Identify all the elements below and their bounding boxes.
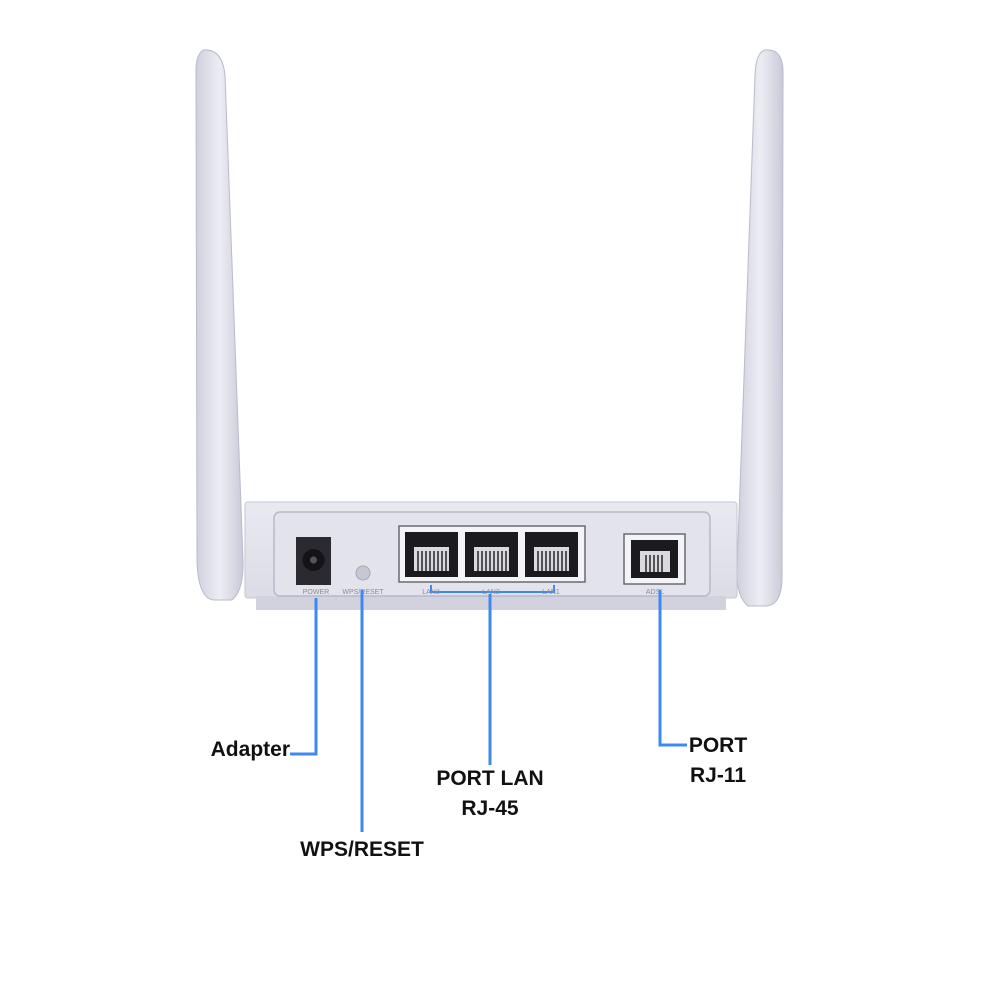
port-print-power: POWER	[303, 589, 329, 596]
port-rj11-leader-line	[658, 590, 687, 747]
port-lan-label-line1: PORT LAN	[436, 767, 544, 790]
port-rj11-label-line1: PORT	[688, 734, 748, 757]
port-print-adsl: ADSL	[646, 589, 664, 596]
port-lan-label: PORT LAN RJ-45	[420, 764, 560, 824]
port-print-lan2: LAN2	[482, 589, 500, 596]
port-print-lan3: LAN3	[422, 589, 440, 596]
wps-reset-button	[355, 565, 371, 581]
port-lan-label-line2: RJ-45	[461, 797, 519, 820]
power-jack	[296, 537, 331, 585]
lan-ports	[398, 525, 586, 593]
port-print-lan1: LAN1	[542, 589, 560, 596]
lan1-port	[525, 532, 578, 577]
adsl-port	[623, 533, 686, 585]
port-rj11-label-line2: RJ-11	[689, 764, 747, 787]
right-antenna	[736, 49, 784, 607]
port-rj11-label: PORT RJ-11	[672, 731, 764, 791]
wps-reset-label: WPS/RESET	[300, 838, 424, 861]
adapter-label: Adapter	[210, 738, 290, 761]
lan3-port	[405, 532, 458, 577]
adapter-leader-line	[290, 598, 318, 756]
left-antenna	[195, 49, 244, 601]
lan2-port	[465, 532, 518, 577]
